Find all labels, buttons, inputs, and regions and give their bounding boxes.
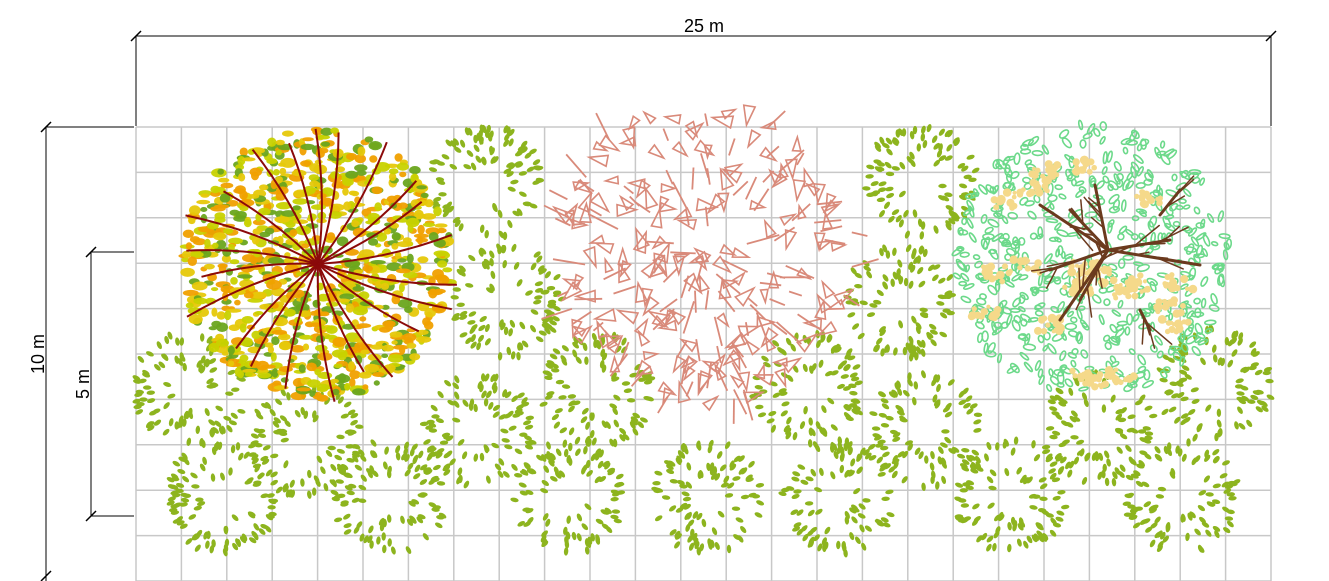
leafy-shrub-icon — [510, 439, 626, 556]
leafy-shrub-icon — [330, 439, 447, 555]
flowering-mint-tree-icon — [951, 119, 1233, 393]
shrub-layer — [132, 124, 1275, 558]
autumn-canopy-tree-icon — [178, 126, 457, 402]
leafy-shrub-icon — [843, 244, 956, 362]
leafy-shrub-icon — [450, 243, 567, 361]
leafy-shrub-icon — [166, 439, 279, 557]
leafy-shrub-icon — [539, 331, 656, 448]
height-label: 10 m — [28, 334, 48, 374]
leafy-shrub-icon — [132, 331, 248, 447]
half-height-label: 5 m — [73, 369, 93, 399]
leafy-shrub-icon — [428, 124, 545, 241]
half-height-dimension: 5 m — [73, 246, 134, 522]
leafy-shrub-icon — [778, 436, 895, 558]
leafy-shrub-icon — [868, 370, 983, 491]
width-label: 25 m — [684, 16, 724, 36]
leafy-shrub-icon — [651, 439, 765, 556]
leafy-shrub-icon — [419, 373, 537, 489]
leafy-shrub-icon — [749, 330, 863, 449]
height-dimension: 10 m — [28, 121, 134, 581]
leafy-shrub-icon — [862, 124, 980, 240]
width-dimension: 25 m — [130, 16, 1277, 126]
leafy-shrub-icon — [1122, 438, 1241, 553]
leafy-shrub-icon — [1156, 324, 1275, 442]
leafy-shrub-icon — [954, 436, 1070, 553]
pink-feathered-tree-icon — [541, 104, 879, 424]
